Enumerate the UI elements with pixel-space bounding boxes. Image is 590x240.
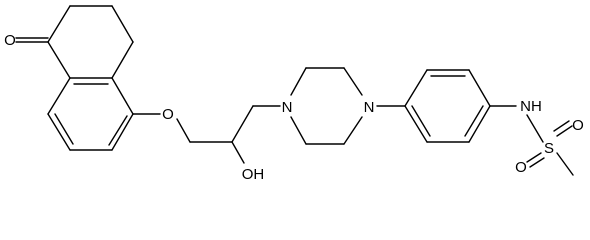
sulfonamide-group <box>489 105 574 176</box>
benzo-ring <box>47 77 134 151</box>
bond <box>464 105 484 137</box>
bond <box>526 114 544 143</box>
bond <box>404 69 428 107</box>
bond <box>290 116 307 145</box>
piperazine-nitrogen-label: N <box>364 99 375 116</box>
bond <box>404 105 428 143</box>
bond <box>176 118 191 143</box>
bond <box>343 67 363 96</box>
bond <box>231 105 254 143</box>
bond <box>47 5 71 43</box>
bond <box>290 67 307 96</box>
molecule-diagram: O O OH N N NH S O O <box>4 5 584 183</box>
bond <box>526 152 542 163</box>
hydroxyl-label: OH <box>242 166 265 183</box>
sulfur-label: S <box>544 140 554 157</box>
ether-oxygen-label: O <box>162 106 174 123</box>
ketone-group <box>15 37 49 43</box>
bond <box>553 120 570 132</box>
bond <box>468 69 491 107</box>
bond <box>47 41 71 79</box>
bond <box>47 113 71 151</box>
bond <box>468 105 491 143</box>
propanol-linker <box>132 105 281 164</box>
bond <box>231 141 245 164</box>
bond <box>111 113 134 151</box>
bond <box>54 113 74 145</box>
bond <box>343 116 363 145</box>
sulfonyl-oxygen-label: O <box>572 117 584 134</box>
piperazine-nitrogen-label: N <box>282 99 293 116</box>
bond <box>556 152 574 176</box>
piperazine-ring <box>290 67 363 145</box>
ketone-oxygen-label: O <box>4 32 16 49</box>
bond <box>111 77 134 115</box>
bond <box>111 41 134 79</box>
sulfonyl-oxygen-label: O <box>515 159 527 176</box>
phenyl-ring <box>404 69 491 143</box>
bond <box>47 77 71 115</box>
bond <box>111 5 134 43</box>
saturated-ring <box>47 5 134 79</box>
bond <box>529 157 545 168</box>
bond <box>411 105 431 137</box>
bond <box>108 115 128 146</box>
bond <box>556 125 573 137</box>
sulfonamide-nh-label: NH <box>520 98 542 115</box>
molecule-structure-canvas: O O OH N N NH S O O <box>4 5 584 183</box>
